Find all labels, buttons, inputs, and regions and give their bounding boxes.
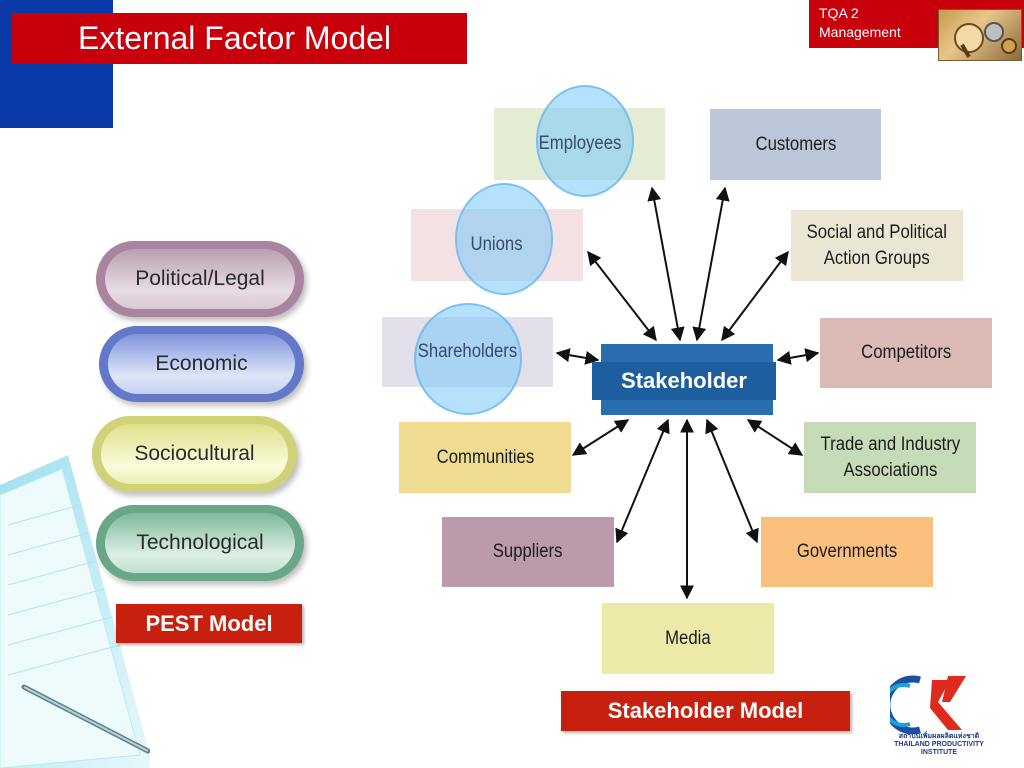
node-media-label: Media [665,627,711,649]
node-media: Media [602,603,774,674]
tpi-logo-text-english: THAILAND PRODUCTIVITY INSTITUTE [894,741,984,756]
arrow-shareholders [555,348,600,365]
node-communities: Communities [399,422,571,493]
pest-technological-label: Technological [136,531,264,554]
tqa-label-line2: Management [819,24,901,40]
pest-sociocultural: Sociocultural [92,416,297,492]
pest-model-caption: PEST Model [116,604,302,643]
tqa-label-line1: TQA 2 [819,5,859,21]
node-unions-label: Unions [470,234,524,255]
arrow-unions [587,250,657,342]
node-trade-industry-label: Trade and Industry Associations [820,433,960,481]
node-social-political: Social and Political Action Groups [791,210,963,281]
employees-circle [536,85,634,197]
stakeholder-center-label: Stakeholder [592,362,776,400]
node-suppliers-label: Suppliers [493,541,563,562]
node-social-political-label: Social and Political Action Groups [806,221,948,269]
tqa-thumbnail-image [938,9,1022,61]
shareholders-circle [414,303,522,415]
slide-title: External Factor Model [12,13,467,64]
stakeholder-model-caption: Stakeholder Model [561,691,850,731]
pest-sociocultural-label: Sociocultural [134,442,255,465]
node-governments: Governments [761,517,933,587]
unions-circle [455,183,553,295]
node-unions: Unions [411,183,583,295]
tpi-logo-text-thai: สถาบันเพิ่มผลผลิตแห่งชาติ [898,733,980,740]
arrow-trade [746,419,804,456]
node-customers: Customers [710,109,881,180]
node-suppliers: Suppliers [442,517,614,587]
pest-economic-label: Economic [155,352,248,375]
pest-political-legal-label: Political/Legal [135,267,265,290]
arrow-social-political [721,250,789,342]
notepad-decoration [0,455,150,768]
node-customers-label: Customers [755,133,836,155]
node-shareholders: Shareholders [382,303,553,415]
pest-technological: Technological [96,505,304,581]
arrow-customers [692,186,730,342]
node-shareholders-label: Shareholders [417,341,518,362]
arrow-competitors [776,348,820,365]
node-employees-label: Employees [538,133,621,154]
arrow-suppliers [615,418,670,544]
arrow-communities [571,419,630,456]
node-competitors: Competitors [820,318,992,388]
node-trade-industry: Trade and Industry Associations [804,422,976,493]
arrow-employees [647,186,685,342]
node-governments-label: Governments [796,541,898,562]
pest-political-legal: Political/Legal [96,241,304,317]
tpi-logo-text: สถาบันเพิ่มผลผลิตแห่งชาติ THAILAND PRODU… [888,733,990,757]
node-competitors-label: Competitors [860,342,952,363]
node-employees: Employees [494,85,665,197]
arrow-governments [705,418,759,544]
node-communities-label: Communities [436,446,534,468]
pest-economic: Economic [99,326,304,402]
